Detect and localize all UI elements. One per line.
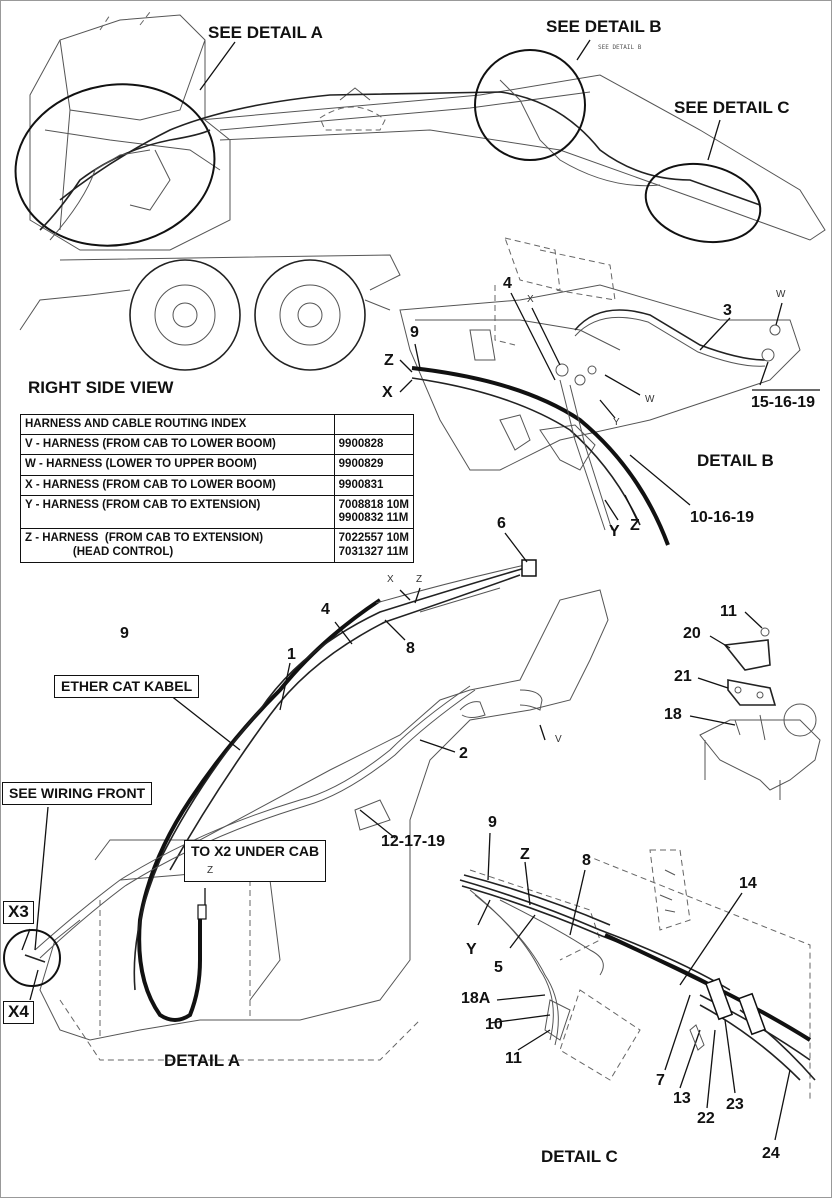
machine-sketch — [14, 11, 826, 371]
ether-cat-kabel-label: ETHER CAT KABEL — [54, 675, 200, 699]
detail-c-title: DETAIL C — [541, 1147, 618, 1166]
bracket-callout-21: 21 — [674, 668, 692, 685]
connector-x4-label: X4 — [3, 1001, 34, 1024]
detail-b-callout-w-top: W — [776, 289, 786, 300]
detail-a-callout-6: 6 — [497, 515, 506, 532]
table-row: V - HARNESS (FROM CAB TO LOWER BOOM) 990… — [20, 434, 415, 456]
code-cell: 7008818 10M 9900832 11M — [333, 494, 415, 530]
detail-c-callout-y: Y — [466, 941, 477, 958]
code-cell: 9900829 — [333, 454, 415, 476]
detail-a-callout-1: 1 — [287, 646, 296, 663]
detail-b-callout-z2: Z — [630, 517, 640, 534]
table-row: Z - HARNESS (FROM CAB TO EXTENSION) (HEA… — [20, 528, 415, 563]
bracket-sketch — [689, 611, 821, 800]
see-wiring-front-label: SEE WIRING FRONT — [2, 782, 153, 806]
bracket-callout-20: 20 — [683, 625, 701, 642]
detail-a-callout-v: V — [555, 734, 562, 745]
code-cell: 9900831 — [333, 474, 415, 496]
bracket-callout-11: 11 — [720, 603, 737, 620]
detail-c-callout-22: 22 — [697, 1110, 715, 1127]
detail-c-callout-23: 23 — [726, 1096, 744, 1113]
detail-c-sketch — [459, 832, 816, 1141]
detail-c-callout-5: 5 — [494, 959, 503, 976]
harness-cell: Y - HARNESS (FROM CAB TO EXTENSION) — [20, 494, 335, 530]
detail-a-title: DETAIL A — [164, 1051, 241, 1070]
detail-b-callout-x: X — [382, 384, 393, 401]
detail-a-sketch — [3, 532, 609, 1061]
harness-cell: X - HARNESS (FROM CAB TO LOWER BOOM) — [20, 474, 335, 496]
detail-b-callout-x-small: X — [527, 294, 534, 305]
detail-b-sketch — [399, 237, 820, 546]
detail-c-callout-10: 10 — [485, 1016, 503, 1033]
detail-a-callout-9: 9 — [120, 625, 129, 642]
detail-a-callout-2: 2 — [459, 745, 468, 762]
detail-b-callout-3: 3 — [723, 302, 732, 319]
see-detail-b-label: SEE DETAIL B — [546, 17, 662, 36]
harness-cell: W - HARNESS (LOWER TO UPPER BOOM) — [20, 454, 335, 476]
detail-b-ref-10-16-19: 10-16-19 — [690, 509, 755, 526]
harness-cell: Z - HARNESS (FROM CAB TO EXTENSION) (HEA… — [20, 528, 335, 563]
detail-b-callout-w: W — [645, 394, 655, 405]
detail-a-ref-12-17-19: 12-17-19 — [381, 833, 446, 850]
detail-b-callout-y: Y — [609, 523, 620, 540]
right-side-view-title: RIGHT SIDE VIEW — [28, 378, 174, 397]
see-detail-c-label: SEE DETAIL C — [674, 98, 790, 117]
to-x2-under-cab-label: TO X2 UNDER CAB — [184, 840, 327, 883]
table-header-row: HARNESS AND CABLE ROUTING INDEX — [20, 413, 415, 436]
harness-routing-index-table: HARNESS AND CABLE ROUTING INDEX V - HARN… — [20, 413, 415, 563]
detail-c-callout-14: 14 — [739, 875, 757, 892]
detail-b-title: DETAIL B — [697, 451, 774, 470]
detail-c-callout-9: 9 — [488, 814, 497, 831]
detail-c-callout-7: 7 — [656, 1072, 665, 1089]
detail-a-callout-z: Z — [416, 574, 423, 585]
detail-a-callout-x: X — [387, 574, 394, 585]
detail-c-callout-24: 24 — [762, 1145, 780, 1162]
harness-cell: V - HARNESS (FROM CAB TO LOWER BOOM) — [20, 434, 335, 456]
table-row: W - HARNESS (LOWER TO UPPER BOOM) 990082… — [20, 454, 415, 476]
detail-a-callout-8: 8 — [406, 640, 415, 657]
table-row: X - HARNESS (FROM CAB TO LOWER BOOM) 990… — [20, 474, 415, 496]
see-detail-a-label: SEE DETAIL A — [208, 23, 323, 42]
detail-c-callout-z: Z — [520, 846, 530, 863]
detail-c-callout-11: 11 — [505, 1050, 522, 1067]
bracket-callout-18: 18 — [664, 706, 682, 723]
detail-c-callout-13: 13 — [673, 1090, 691, 1107]
detail-b-callout-z: Z — [384, 352, 394, 369]
see-detail-b-small-label: SEE DETAIL B — [598, 44, 642, 51]
table-header: HARNESS AND CABLE ROUTING INDEX — [20, 413, 335, 436]
detail-a-callout-z-small: Z — [207, 865, 214, 876]
table-header-code — [333, 413, 415, 436]
detail-b-callout-y-small: Y — [613, 417, 620, 428]
detail-b-callout-9: 9 — [410, 324, 419, 341]
detail-b-ref-15-16-19: 15-16-19 — [751, 394, 816, 411]
detail-a-callout-4: 4 — [321, 601, 330, 618]
table-row: Y - HARNESS (FROM CAB TO EXTENSION) 7008… — [20, 494, 415, 530]
detail-c-callout-8: 8 — [582, 852, 591, 869]
connector-x3-label: X3 — [3, 901, 34, 924]
code-cell: 7022557 10M 7031327 11M — [333, 528, 415, 563]
code-cell: 9900828 — [333, 434, 415, 456]
detail-c-callout-18a: 18A — [461, 990, 491, 1007]
detail-b-callout-4: 4 — [503, 275, 512, 292]
